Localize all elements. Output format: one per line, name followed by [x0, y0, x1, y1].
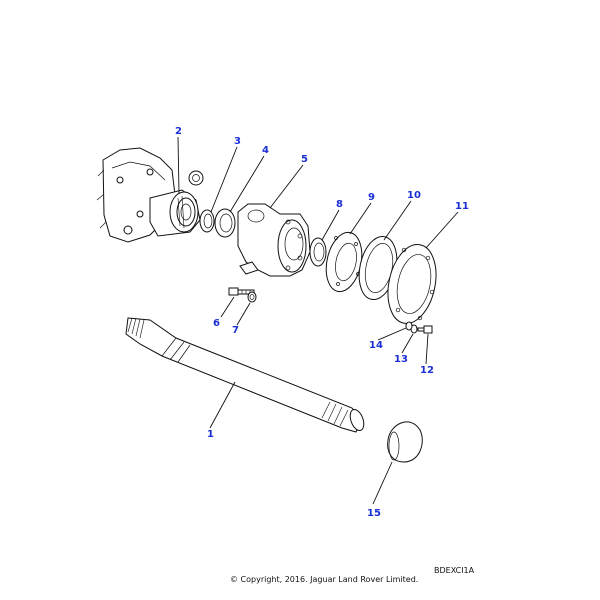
- callout-9[interactable]: 9: [368, 192, 375, 203]
- part-12-bolt: [417, 325, 433, 334]
- part-15-hub-cap: [387, 421, 423, 463]
- callout-8[interactable]: 8: [336, 199, 343, 210]
- part-11-cover-plate: [387, 244, 437, 324]
- callout-7[interactable]: 7: [232, 325, 239, 336]
- callout-4[interactable]: 4: [262, 145, 269, 156]
- diagram-code: BDEXCI1A: [434, 566, 475, 575]
- callout-10[interactable]: 10: [407, 190, 421, 201]
- callout-11[interactable]: 11: [455, 201, 469, 212]
- part-1-drive-shaft: [125, 317, 365, 433]
- callout-14[interactable]: 14: [369, 340, 383, 351]
- callout-2[interactable]: 2: [175, 126, 182, 137]
- part-7-washer: [247, 291, 257, 303]
- callout-labels: 2 3 4 5 8 9 10 11 6 7 14 13 12 1 15: [175, 126, 469, 519]
- part-5-hub-housing: [237, 203, 311, 277]
- part-8-seal: [309, 237, 327, 267]
- leader-lines: [177, 136, 459, 505]
- callout-13[interactable]: 13: [394, 354, 408, 365]
- copyright-text: © Copyright, 2016. Jaguar Land Rover Lim…: [230, 575, 419, 584]
- part-3-seal-ring: [199, 209, 215, 233]
- callout-6[interactable]: 6: [213, 318, 220, 329]
- part-4-thrust-ring: [214, 208, 236, 238]
- part-14-spring-washer: [405, 321, 413, 331]
- callout-5[interactable]: 5: [301, 154, 308, 165]
- callout-15[interactable]: 15: [367, 508, 381, 519]
- part-2-bearing-housing: [149, 189, 201, 237]
- callout-12[interactable]: 12: [420, 365, 434, 376]
- callout-1[interactable]: 1: [207, 429, 214, 440]
- callout-3[interactable]: 3: [234, 136, 241, 147]
- part-6-bolt: [228, 287, 255, 296]
